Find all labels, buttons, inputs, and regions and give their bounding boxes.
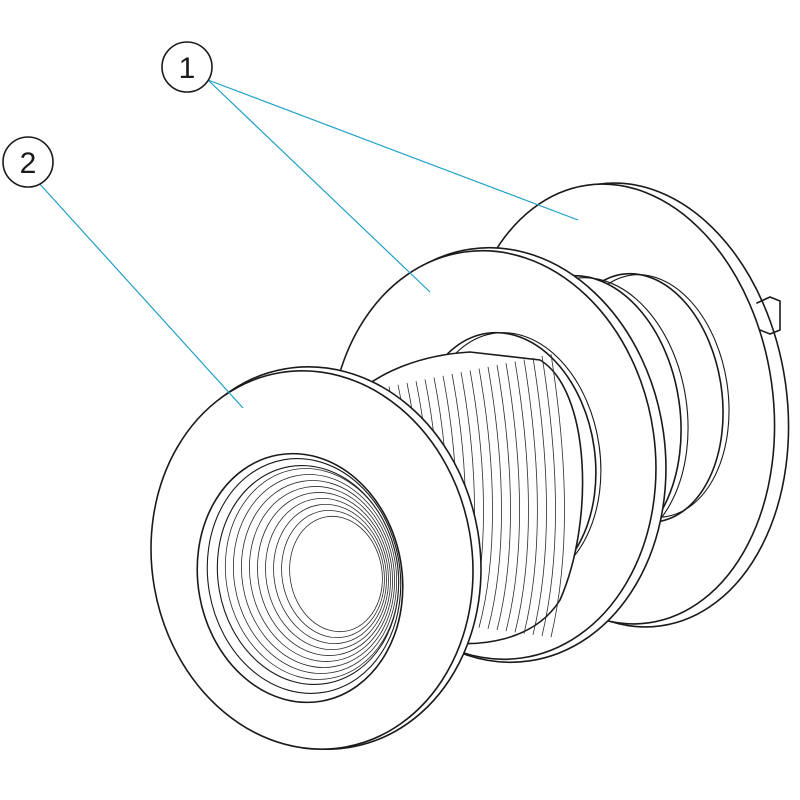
bore-thread-ring <box>281 509 385 639</box>
thread-line <box>505 363 520 632</box>
callout-2: 2 <box>2 136 54 188</box>
bore-thread-ring <box>240 480 396 668</box>
thread-line <box>523 359 538 634</box>
thread-line <box>541 355 556 637</box>
leader-lines <box>37 79 579 409</box>
bore-thread-ring <box>232 474 398 674</box>
bore-thread-ring <box>257 492 391 656</box>
thread-line <box>550 354 565 638</box>
leader-1-b <box>207 79 431 293</box>
bore-thread-ring <box>289 515 383 633</box>
thread-line <box>478 368 493 628</box>
bore-thread-ring <box>224 468 400 680</box>
bore-thread-ring <box>273 503 387 645</box>
bore-thread-ring <box>249 486 393 662</box>
callout-1: 1 <box>161 41 213 93</box>
callout-1-label: 1 <box>179 52 196 85</box>
thread-line <box>496 364 511 631</box>
bore-thread-ring <box>265 498 389 650</box>
leader-1-a <box>207 79 579 221</box>
thread-line <box>532 357 547 635</box>
thread-line <box>514 361 529 633</box>
front-flange <box>150 366 482 750</box>
callout-2-label: 2 <box>20 147 37 180</box>
leader-2 <box>37 181 244 409</box>
thread-line <box>487 366 502 629</box>
